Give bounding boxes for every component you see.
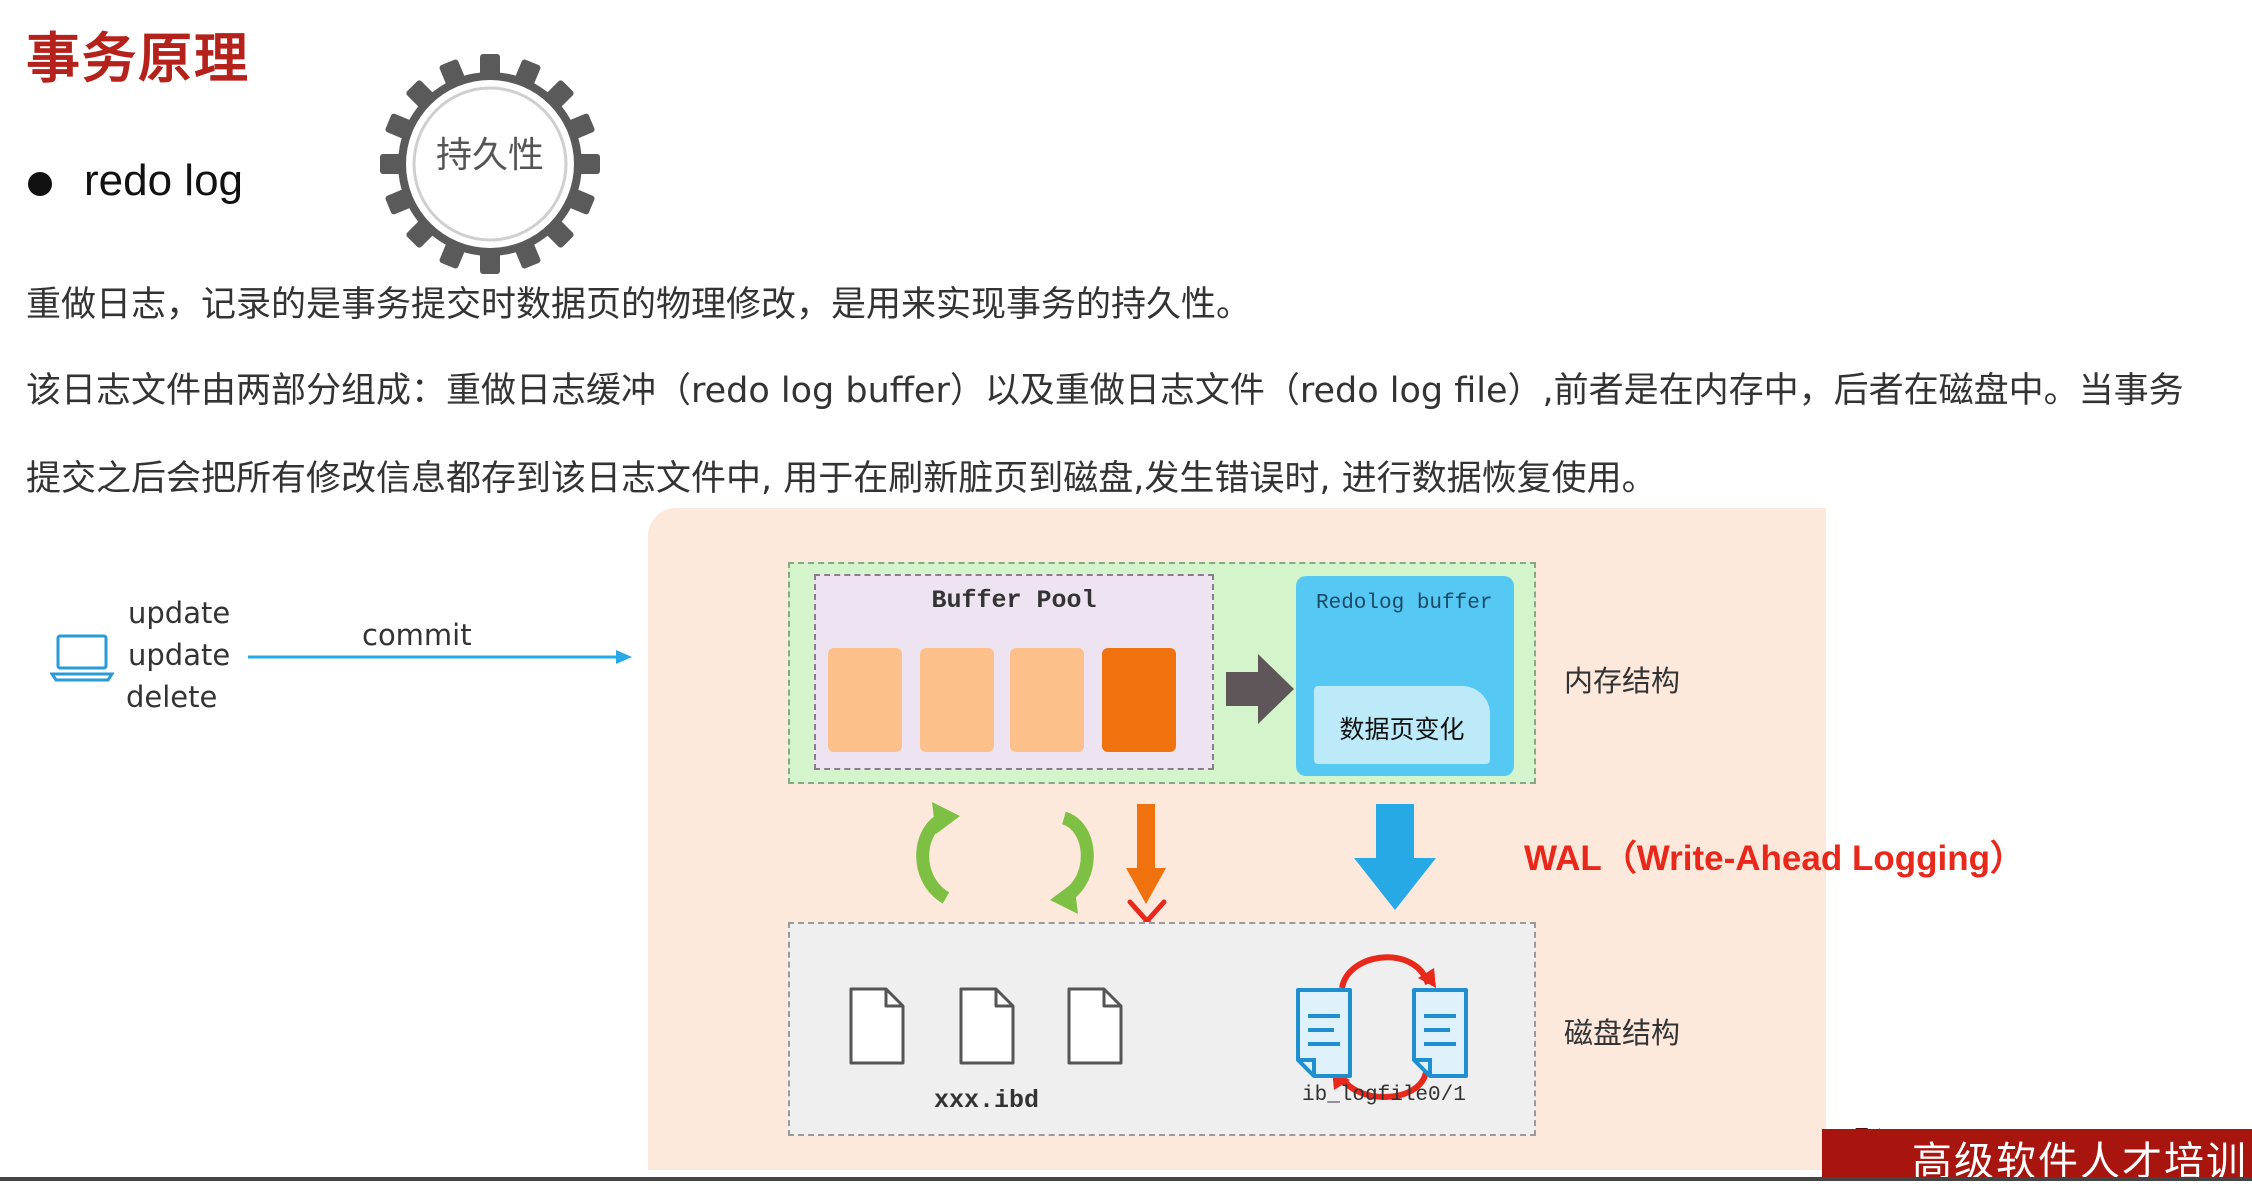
- buffer-pool-label: Buffer Pool: [931, 586, 1097, 615]
- paragraph-1: 重做日志，记录的是事务提交时数据页的物理修改，是用来实现事务的持久性。: [26, 285, 1252, 325]
- paragraph-2: 该日志文件由两部分组成：重做日志缓冲（redo log buffer）以及重做日…: [26, 371, 2184, 411]
- file-icon: [1067, 987, 1123, 1065]
- bottom-rule: [0, 1177, 2252, 1181]
- redolog-buffer-label: Redolog buffer: [1316, 592, 1493, 615]
- logfile-label: ib_logfile0/1: [1302, 1084, 1466, 1107]
- wal-label: WAL（Write-Ahead Logging）: [1524, 839, 2025, 878]
- refresh-left-icon: [916, 802, 960, 904]
- gear-label: 持久性: [435, 135, 544, 176]
- dirty-buffer-page: [1102, 648, 1176, 752]
- paragraph-3: 提交之后会把所有修改信息都存到该日志文件中, 用于在刷新脏页到磁盘,发生错误时,…: [26, 459, 1657, 499]
- commit-label: commit: [362, 618, 472, 652]
- buffer-page: [920, 648, 994, 752]
- down-arrow-blue-icon: [1354, 804, 1436, 910]
- ibd-file-label: xxx.ibd: [934, 1086, 1040, 1115]
- bullet-heading: redo log: [84, 156, 244, 205]
- op-delete: delete: [126, 680, 218, 714]
- refresh-right-icon: [1050, 811, 1094, 914]
- log-cycle-icon: [1296, 954, 1468, 1100]
- buffer-page: [828, 648, 902, 752]
- memory-structure-label: 内存结构: [1564, 664, 1681, 698]
- page-title: 事务原理: [26, 27, 250, 90]
- file-icon: [959, 987, 1015, 1065]
- right-arrow-icon: [1226, 654, 1294, 724]
- laptop-icon: [50, 634, 114, 682]
- disk-structure-area: [788, 922, 1536, 1136]
- data-page-change-box: [1314, 686, 1490, 764]
- file-icon: [849, 987, 905, 1065]
- bottom-banner: [1822, 1129, 2252, 1181]
- buffer-page: [1010, 648, 1084, 752]
- down-arrow-orange-icon: [1126, 804, 1166, 904]
- commit-arrow: [248, 650, 632, 664]
- bullet-dot: [28, 172, 52, 196]
- op-update-2: update: [128, 638, 231, 672]
- op-update-1: update: [128, 596, 231, 630]
- data-page-change-label: 数据页变化: [1339, 715, 1465, 744]
- disk-structure-label: 磁盘结构: [1564, 1016, 1681, 1050]
- gear-icon: [380, 54, 600, 274]
